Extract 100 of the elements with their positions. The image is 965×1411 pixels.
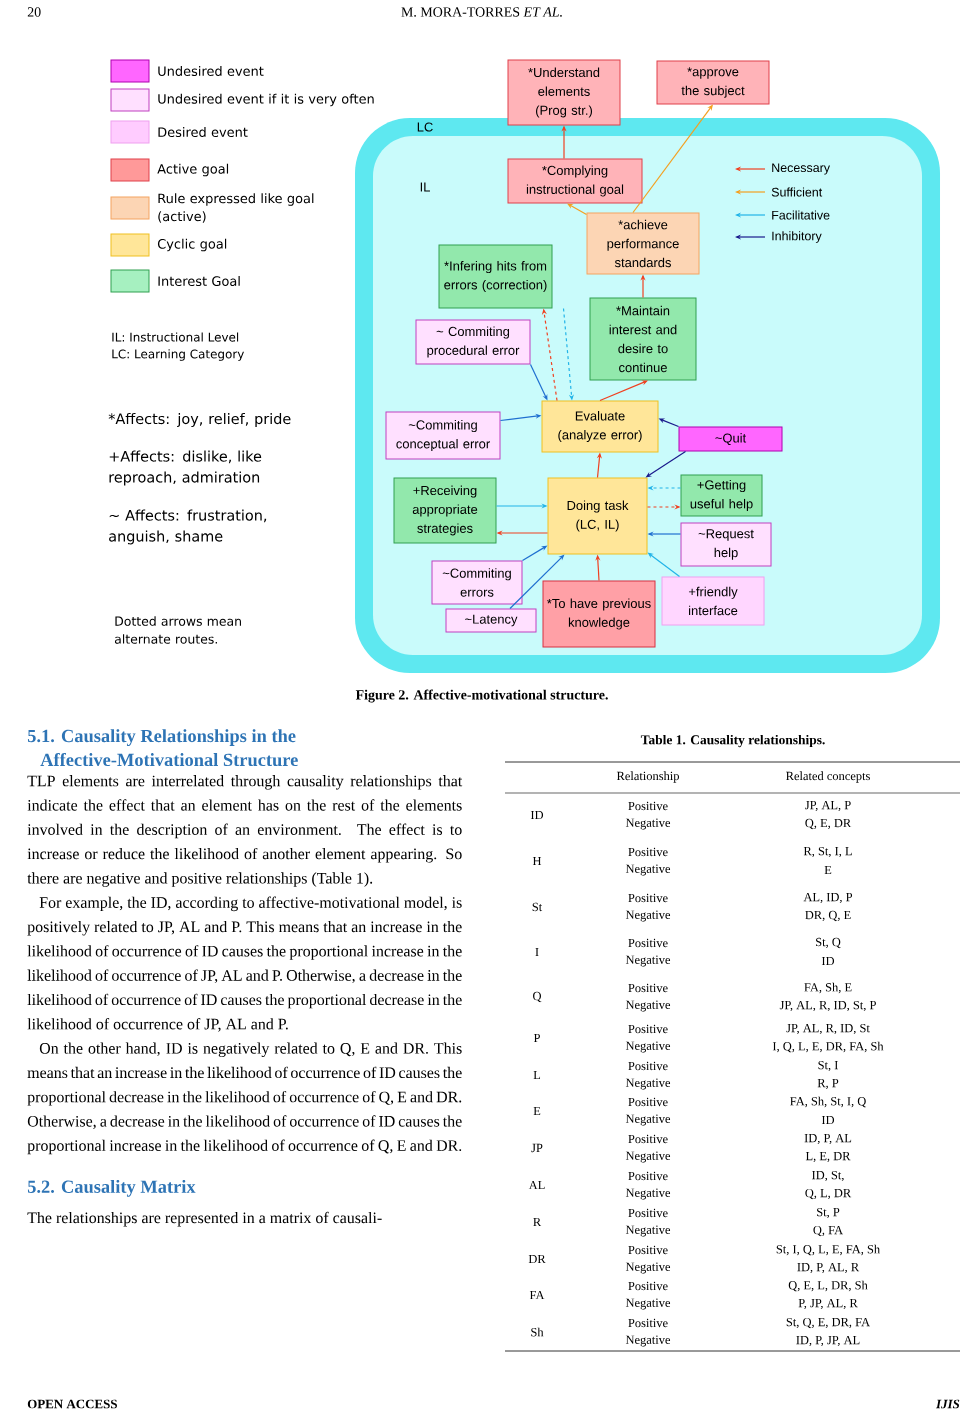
relationship-type: Positive: [628, 893, 668, 903]
figure-caption: Figure 2. Affective-motivational structure.: [355, 689, 608, 703]
table-title: Table 1. Causality relationships.: [640, 734, 825, 748]
goal-box: +Getting useful help: [680, 474, 763, 517]
relationship-type: Positive: [628, 1171, 668, 1181]
legend-label: Facilitative: [772, 210, 830, 220]
related-concepts: FA, Sh, E: [804, 982, 852, 994]
legend-label: Active goal: [157, 163, 229, 177]
relationship-type: Negative: [625, 864, 671, 876]
goal-box: Evaluate (analyze error): [541, 400, 659, 453]
running-header: M. MORA-TORRES ET AL.: [401, 7, 562, 17]
row-label: St: [532, 902, 543, 912]
goal-box: *Complying instructional goal: [507, 158, 643, 204]
related-concepts: E: [824, 865, 832, 875]
relationship-type: Negative: [625, 955, 671, 967]
event-box: ~Request help: [680, 522, 772, 567]
relationship-type: Positive: [628, 1281, 668, 1291]
related-concepts: St, I, Q, L, E, FA, Sh: [776, 1244, 880, 1256]
related-concepts: L, E, DR: [805, 1152, 851, 1163]
related-concepts: Q, E, L, DR, Sh: [788, 1280, 868, 1292]
arrow: [599, 380, 648, 402]
note: LC: Learning Category: [112, 349, 244, 361]
section-heading: 5.2. Causality Matrix: [27, 1179, 196, 1197]
paragraph: TLP elements are interrelated through causality relationships that indicate the effect that an element has on the rest of the elements involved in the description of an environment. The effect is to increase or reduce the likelihood of another element appearing. So there are negative and positive relationships (Table 1).: [27, 775, 463, 887]
goal-box: *Infering hits from errors (correction): [438, 244, 553, 309]
relationship-type: Negative: [625, 1262, 671, 1274]
related-concepts: P, JP, AL, R: [798, 1298, 858, 1310]
row-label: I: [535, 947, 539, 957]
note: IL: Instructional Level: [112, 332, 239, 342]
related-concepts: Q, E, DR: [805, 818, 852, 830]
footer-text: OPEN ACCESS: [27, 1399, 117, 1409]
legend-label: Undesired event if it is very often: [158, 93, 374, 107]
related-concepts: JP, AL, P: [805, 800, 851, 812]
goal-box: *approve the subject: [656, 60, 770, 105]
row-label: JP: [531, 1143, 543, 1153]
relationship-type: Positive: [628, 1245, 668, 1255]
note: +Affects: dislike, like reproach, admiration: [109, 450, 262, 486]
goal-box: *Maintain interest and desire to continue: [589, 297, 697, 381]
relationship-type: Negative: [625, 1335, 671, 1347]
paragraph: The relationships are represented in a matrix of causali-: [27, 1211, 382, 1227]
related-concepts: FA, Sh, St, I, Q: [790, 1096, 867, 1108]
section-heading: 5.1. Causality Relationships in the Affective-Motivational Structure: [27, 729, 298, 767]
relationship-type: Positive: [628, 1318, 668, 1328]
page-number: 20: [27, 7, 41, 17]
row-label: Sh: [531, 1327, 544, 1337]
row-label: Q: [533, 991, 542, 1003]
event-box: ~Latency: [445, 608, 537, 633]
goal-box: *To have previous knowledge: [542, 580, 656, 648]
related-concepts: ID: [821, 1115, 835, 1125]
related-concepts: I, Q, L, E, DR, FA, Sh: [772, 1041, 884, 1053]
note: Dotted arrows mean alternate routes.: [114, 616, 241, 644]
legend-label: Necessary: [772, 163, 830, 175]
relationship-type: Negative: [625, 1114, 671, 1126]
column-header: Relationship: [616, 771, 679, 783]
arrow: [567, 203, 588, 216]
related-concepts: Q, FA: [813, 1225, 844, 1237]
related-concepts: R, St, I, L: [803, 846, 852, 858]
related-concepts: DR, Q, E: [805, 910, 851, 922]
legend-label: Sufficient: [771, 187, 823, 197]
relationship-type: Negative: [625, 1298, 671, 1310]
row-label: AL: [528, 1180, 545, 1190]
note: *Affects: joy, relief, pride: [108, 413, 291, 427]
relationship-type: Negative: [625, 1078, 671, 1090]
related-concepts: St, I: [818, 1060, 838, 1072]
event-box: ~ Commiting procedural error: [415, 319, 531, 365]
region-label: IL: [420, 182, 430, 192]
relationship-type: Positive: [628, 983, 668, 993]
goal-box: Doing task (LC, IL): [547, 477, 648, 555]
relationship-type: Negative: [625, 1000, 671, 1012]
row-label: R: [533, 1217, 542, 1227]
relationship-type: Positive: [628, 1024, 668, 1034]
legend-label: Inhibitory: [772, 231, 822, 243]
row-label: ID: [530, 810, 544, 820]
relationship-type: Positive: [628, 847, 668, 857]
paragraph: On the other hand, ID is negatively related to Q, E and DR. This means that an increase in the likelihood of occurrence of ID causes the proportional decrease in the likelihood of occurrence of Q, E and DR. Otherwise, a decrease in the likelihood of occurrence of ID causes the proportional increase in the likelihood of occurrence of Q, E and DR.: [27, 1042, 462, 1155]
row-label: H: [532, 856, 542, 866]
relationship-type: Negative: [625, 818, 671, 830]
row-label: P: [533, 1033, 540, 1043]
legend-label: Desired event: [158, 127, 248, 137]
relationship-type: Positive: [628, 801, 668, 811]
related-concepts: AL, ID, P: [803, 892, 853, 904]
related-concepts: Q, L, DR: [805, 1188, 852, 1200]
relationship-type: Negative: [625, 1225, 671, 1237]
related-concepts: JP, AL, R, ID, St, P: [779, 1000, 876, 1012]
related-concepts: ID, St,: [812, 1170, 844, 1182]
relationship-type: Positive: [628, 938, 668, 948]
related-concepts: JP, AL, R, ID, St: [786, 1023, 870, 1035]
relationship-type: Negative: [625, 1151, 671, 1163]
legend-label: Interest Goal: [158, 276, 240, 286]
event-box: ~Commiting errors: [431, 560, 523, 605]
goal-box: *achieve performance standards: [586, 212, 700, 275]
event-box: +friendly interface: [661, 576, 765, 626]
event-box: ~Quit: [678, 426, 783, 452]
related-concepts: ID: [821, 956, 835, 966]
legend-label: Undesired event: [158, 66, 264, 76]
relationship-type: Negative: [625, 1188, 671, 1200]
relationship-type: Positive: [628, 1134, 668, 1144]
goal-box: +Receiving appropriate strategies: [393, 477, 497, 544]
related-concepts: St, Q: [816, 937, 841, 949]
related-concepts: ID, P, AL: [804, 1133, 852, 1145]
